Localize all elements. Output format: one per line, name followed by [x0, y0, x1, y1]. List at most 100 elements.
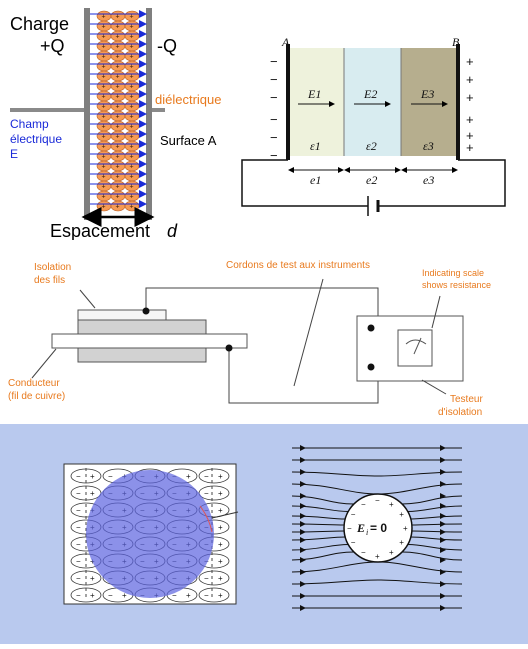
dipole-sign: + [116, 34, 120, 41]
field-line-arrow [440, 593, 446, 599]
field-line [291, 579, 463, 585]
field-line-arrow [440, 547, 446, 553]
plus-sign: + [466, 54, 474, 69]
field-line [291, 536, 463, 541]
spacing-label: Espacement [50, 221, 150, 240]
field-line-arrow [300, 513, 306, 519]
dipole-sign: + [116, 164, 120, 171]
insulation-test-diagram: Isolation des fils Cordons de test aux i… [8, 260, 491, 418]
field-line-arrow [440, 557, 446, 563]
field-line-arrow [440, 481, 446, 487]
dipole-sign: + [130, 114, 134, 121]
dipole-sign: + [130, 84, 134, 91]
dipole-sign: + [102, 54, 106, 61]
surface-charge: − [361, 548, 366, 557]
dipole-sign: + [130, 44, 134, 51]
field-line-arrow [300, 593, 306, 599]
dipole-sign: + [102, 164, 106, 171]
right-plate [146, 8, 152, 220]
scale-needle [413, 337, 422, 355]
layer-3 [401, 48, 458, 156]
dipole-plus: + [218, 472, 223, 481]
dipole-minus: − [76, 472, 81, 481]
dipole-minus: − [108, 591, 113, 600]
scale-label-1: Indicating scale [422, 268, 484, 278]
dipole-sign: + [130, 54, 134, 61]
plus-q-label: +Q [40, 36, 65, 56]
dipole-sign: + [130, 174, 134, 181]
field-line-arrow [300, 569, 306, 575]
surface-charge: − [375, 496, 380, 505]
left-plate [84, 8, 90, 220]
pointer-tester [421, 379, 447, 395]
dipole-ellipse [198, 468, 230, 484]
field-line-arrow [440, 581, 446, 587]
layer-2 [344, 48, 401, 156]
dipole-sign: + [116, 194, 120, 201]
dielectric-sphere-panel: −+−+−+−+−+−+−+−+−+−+−+−+−+−+−+−+−+−+−+−+… [0, 424, 528, 644]
dipole-minus: − [204, 489, 209, 498]
tester-label-1: Testeur [450, 394, 483, 405]
field-line-arrow [300, 493, 306, 499]
spacing-variable: d [167, 221, 178, 240]
field-label-line1: Champ [10, 117, 49, 131]
dipole-sign: + [130, 64, 134, 71]
dielectric-label: diélectrique [155, 92, 222, 107]
field-line-arrow [440, 521, 446, 527]
field-line-arrow [300, 547, 306, 553]
field-e2: E2 [363, 87, 377, 101]
dipole-sign: + [116, 114, 120, 121]
field-line [291, 544, 463, 551]
dipole-plus: + [90, 574, 95, 583]
dipole-plus: + [218, 591, 223, 600]
dipole-minus: − [204, 472, 209, 481]
minus-sign: − [270, 90, 278, 105]
field-line-arrow [300, 557, 306, 563]
tester-terminal-bottom [367, 363, 375, 371]
wire-insulation-label-1: Isolation [34, 262, 71, 273]
dipole-minus: − [76, 489, 81, 498]
dipole-sign: + [130, 184, 134, 191]
field-line [291, 523, 463, 526]
copper-conductor [51, 333, 248, 349]
field-line-arrow [440, 503, 446, 509]
surface-charge: + [389, 548, 394, 557]
tester-terminal-top [367, 324, 375, 332]
dipole-sign: + [130, 74, 134, 81]
dipole-plus: + [218, 489, 223, 498]
dipole-sign: + [102, 44, 106, 51]
plus-sign: + [466, 72, 474, 87]
sphere-surface-charges: ++++−−−−−−++ [347, 496, 408, 561]
surface-charge: + [399, 510, 404, 519]
minus-sign: − [270, 72, 278, 87]
field-lines [291, 445, 463, 611]
field-line-arrow [300, 581, 306, 587]
field-line [291, 483, 463, 495]
dipole-minus: − [76, 540, 81, 549]
dipole-minus: − [108, 472, 113, 481]
field-line-arrow [300, 469, 306, 475]
field-line-arrow [440, 445, 446, 451]
minus-sign: − [270, 112, 278, 127]
dipole-sign: + [102, 134, 106, 141]
dipole-plus: + [122, 591, 127, 600]
field-line-arrow [440, 469, 446, 475]
internal-field-symbol: E [356, 521, 365, 535]
field-line-arrow [300, 521, 306, 527]
minus-sign: − [270, 54, 278, 69]
conducting-sphere [343, 493, 413, 563]
scale-arc [405, 339, 427, 345]
dipole-sign: + [116, 84, 120, 91]
pointer-leads [293, 278, 324, 387]
plus-sign: + [466, 140, 474, 155]
dipole-plus: + [218, 574, 223, 583]
surface-charge: − [361, 500, 366, 509]
plate-a [286, 44, 290, 160]
plate-b [456, 44, 460, 160]
dipole-sign: + [102, 114, 106, 121]
field-e1: E1 [307, 87, 321, 101]
dipole-sign: + [130, 134, 134, 141]
capacitor-figures: ++++++++++++++++++++++++++++++++++++++++… [10, 8, 506, 241]
dipole-sign: + [130, 164, 134, 171]
field-line [291, 495, 463, 505]
